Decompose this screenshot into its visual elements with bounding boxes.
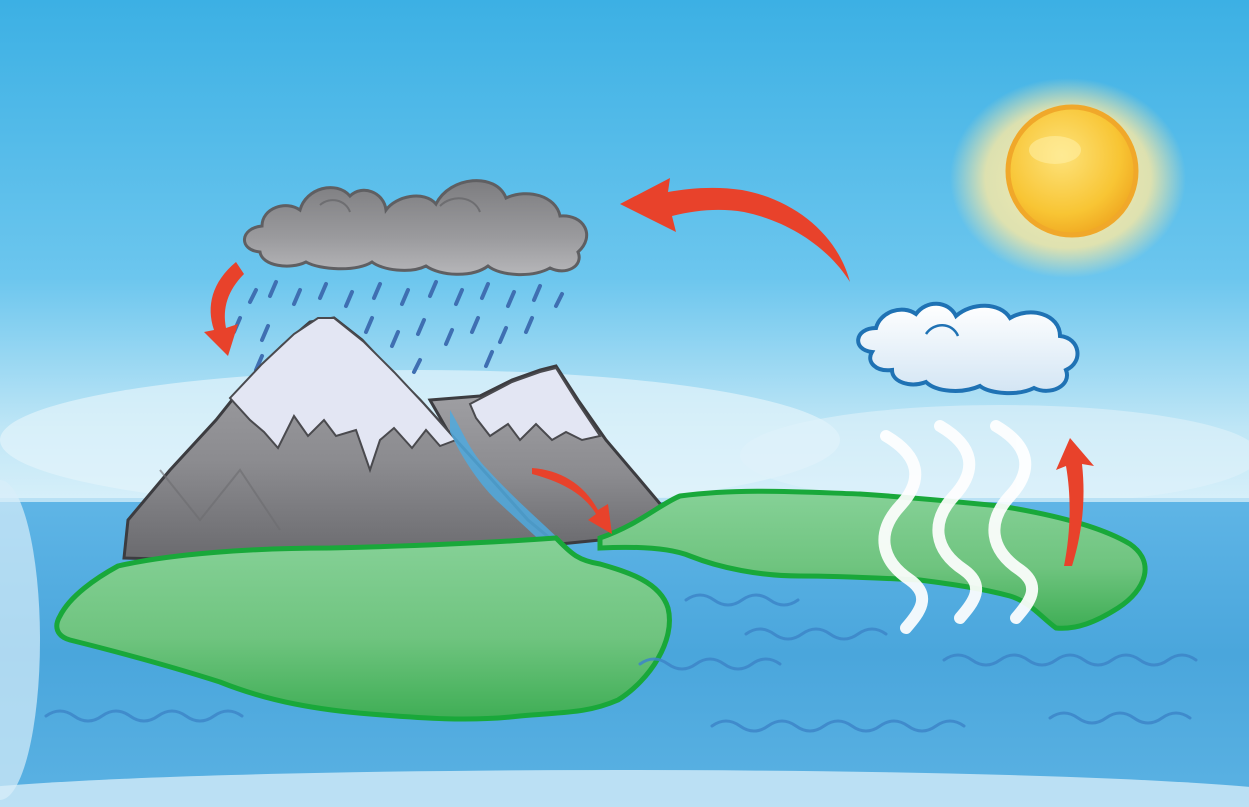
sun-icon — [950, 78, 1186, 278]
